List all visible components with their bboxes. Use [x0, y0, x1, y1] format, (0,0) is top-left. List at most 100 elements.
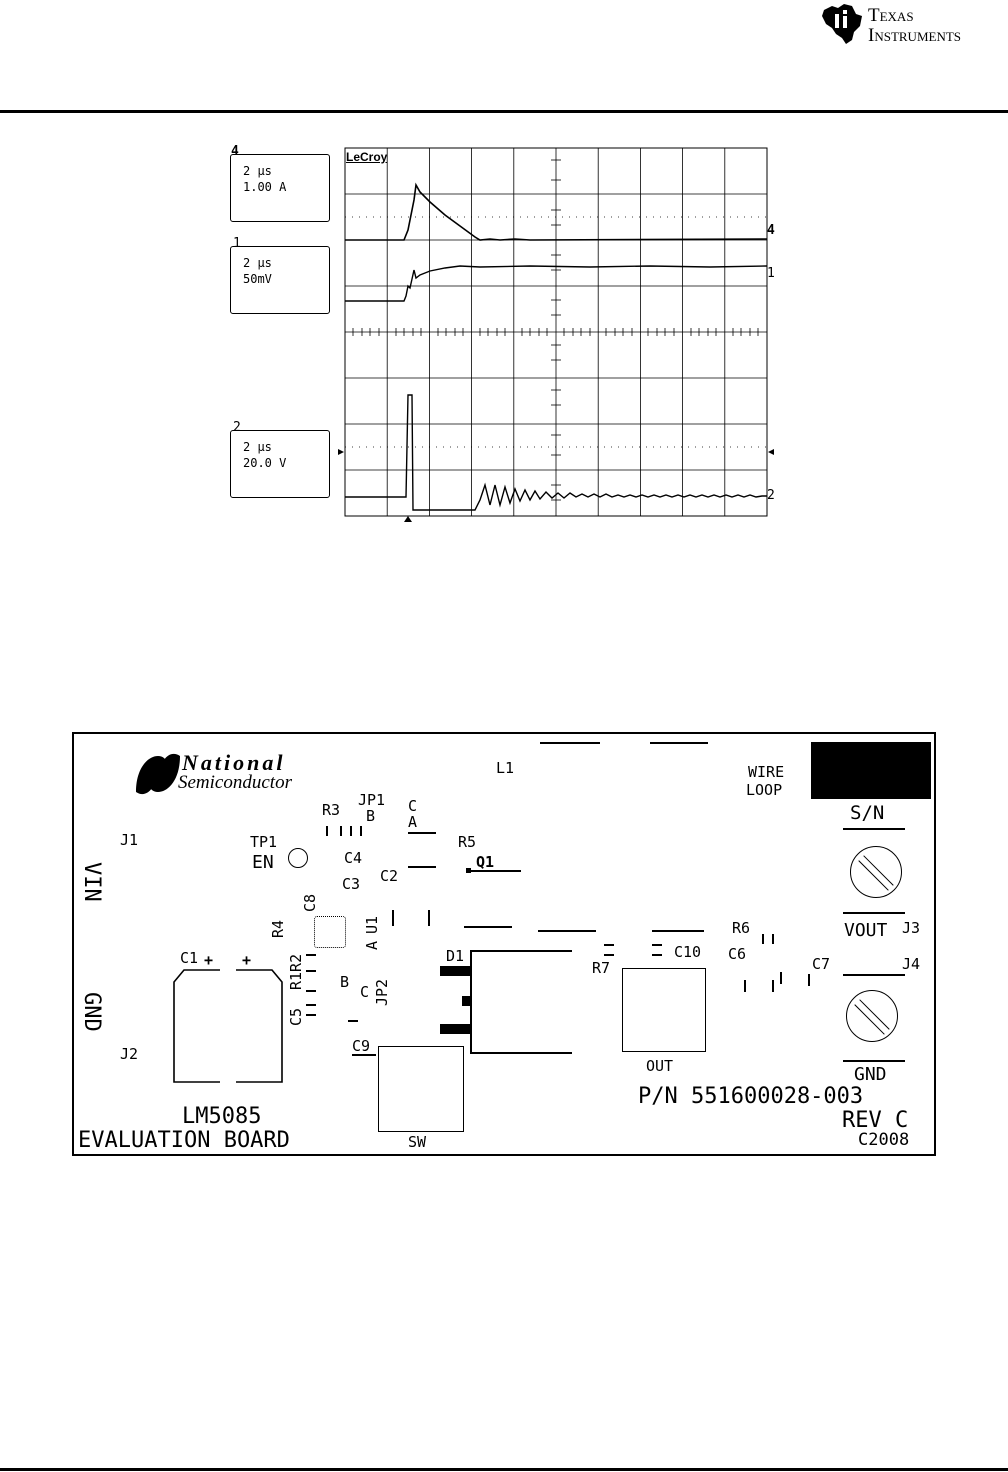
u1-side-line-1: [392, 910, 394, 926]
q1-dot: [466, 868, 471, 873]
label-c10: C10: [674, 943, 702, 961]
label-c8: C8: [301, 893, 319, 912]
logo-line2: Semiconductor: [178, 772, 292, 793]
label-l1: L1: [496, 759, 515, 777]
channel-1-timebase: 2 µs: [243, 256, 272, 270]
channel-2-id: 2: [233, 420, 241, 435]
label-c3: C3: [342, 875, 361, 893]
channel-2-scale: 20.0 V: [243, 456, 287, 470]
label-q1: Q1: [476, 853, 495, 871]
label-c9: C9: [352, 1037, 371, 1055]
label-r7: R7: [592, 959, 611, 977]
label-c-top: C: [408, 797, 418, 815]
d1-pad-3: [440, 1024, 470, 1034]
l1-pad-left: [540, 742, 600, 744]
gnd-right-line: [843, 1060, 905, 1062]
channel-1-scale: 50mV: [243, 272, 272, 286]
q1-line: [471, 870, 521, 872]
r2-tick-2: [306, 970, 316, 972]
label-out: OUT: [646, 1057, 674, 1075]
r7-tick-1: [604, 944, 614, 946]
vout-line: [843, 912, 905, 914]
r3-tick-1: [326, 826, 328, 836]
label-part-number: P/N 551600028-003: [638, 1084, 864, 1109]
c9-underline: [352, 1054, 376, 1056]
label-sw: SW: [408, 1133, 427, 1151]
u1-side-line-2: [428, 910, 430, 926]
c10-top-line: [652, 930, 704, 932]
j3-screw-terminal: [850, 846, 902, 898]
channel-1-box: 2 µs 50mV: [230, 246, 330, 314]
c7-tick: [808, 974, 810, 986]
d1-body-bottom: [470, 1052, 572, 1054]
jp1-line: [408, 832, 436, 834]
channel-4-scale: 1.00 A: [243, 180, 287, 194]
label-r1r2: R1R2: [287, 953, 305, 990]
national-logo-icon: [136, 753, 180, 795]
d1-top-line-2: [538, 930, 596, 932]
c9-tick: [348, 1020, 358, 1022]
scope-screen: [338, 147, 774, 522]
sn-black-block: [811, 742, 931, 799]
d1-body-top: [470, 950, 572, 952]
label-a-u1: A: [363, 940, 381, 950]
r7-tick-2: [604, 954, 614, 956]
label-jp1-b: B: [366, 807, 376, 825]
channel-2-box: 2 µs 20.0 V: [230, 430, 330, 498]
label-evaluation-board: EVALUATION BOARD: [78, 1128, 290, 1153]
c10-tick-1: [652, 944, 662, 946]
label-j4: J4: [902, 955, 921, 973]
c2-line: [408, 866, 436, 868]
label-j3: J3: [902, 919, 921, 937]
scope-brand: LeCroy: [346, 150, 388, 164]
label-j1: J1: [120, 831, 139, 849]
label-jp1: JP1: [358, 791, 386, 809]
l1-pad-right: [650, 742, 708, 744]
label-c7: C7: [812, 955, 831, 973]
label-gnd-right: GND: [854, 1064, 887, 1085]
r1-tick-2: [306, 1004, 316, 1006]
u1-package: [314, 916, 346, 948]
r6-tick-1: [762, 934, 764, 944]
label-lm5085: LM5085: [182, 1104, 262, 1129]
c6-tick-3: [780, 972, 782, 984]
label-jp2-b: B: [340, 973, 350, 991]
pcb-board: National Semiconductor L1 WIRE LOOP S/N …: [72, 732, 936, 1156]
label-a-top: A: [408, 813, 418, 831]
label-en: EN: [252, 852, 274, 873]
label-tp1: TP1: [250, 833, 278, 851]
d1-body-left: [470, 950, 472, 1054]
label-c4: C4: [344, 849, 363, 867]
r2-tick-1: [306, 954, 316, 956]
tp1-circle: [288, 848, 308, 868]
channel-2-timebase: 2 µs: [243, 440, 272, 454]
logo-line1: National: [182, 750, 286, 775]
label-revision: REV C: [842, 1108, 909, 1133]
label-r4: R4: [269, 919, 287, 938]
ti-state-icon: [822, 4, 862, 44]
c10-tick-2: [652, 954, 662, 956]
ti-brand-line1: Texas: [868, 5, 914, 26]
j4-screw-terminal: [846, 990, 898, 1042]
label-wire: WIRE: [748, 763, 785, 781]
j4-slot: [854, 999, 890, 1035]
label-c2: C2: [380, 867, 399, 885]
channel-1-id: 1: [233, 236, 241, 251]
label-plus-2: +: [242, 951, 252, 969]
channel-4-box: 2 µs 1.00 A: [230, 154, 330, 222]
label-u1: U1: [363, 915, 381, 934]
sn-underline: [843, 828, 905, 830]
j3-slot: [858, 855, 894, 891]
label-c5: C5: [287, 1007, 305, 1026]
label-sn: S/N: [850, 802, 885, 824]
label-gnd-left: GND: [79, 992, 104, 1032]
label-jp2-c: C: [360, 983, 370, 1001]
label-d1: D1: [446, 947, 465, 965]
header-rule: [0, 110, 1008, 113]
d1-pad-2: [462, 996, 470, 1006]
c6-tick-2: [772, 980, 774, 992]
c1-outline: [173, 969, 283, 1083]
sw-pad: [378, 1046, 464, 1132]
label-r5: R5: [458, 833, 477, 851]
out-pad: [622, 968, 706, 1052]
